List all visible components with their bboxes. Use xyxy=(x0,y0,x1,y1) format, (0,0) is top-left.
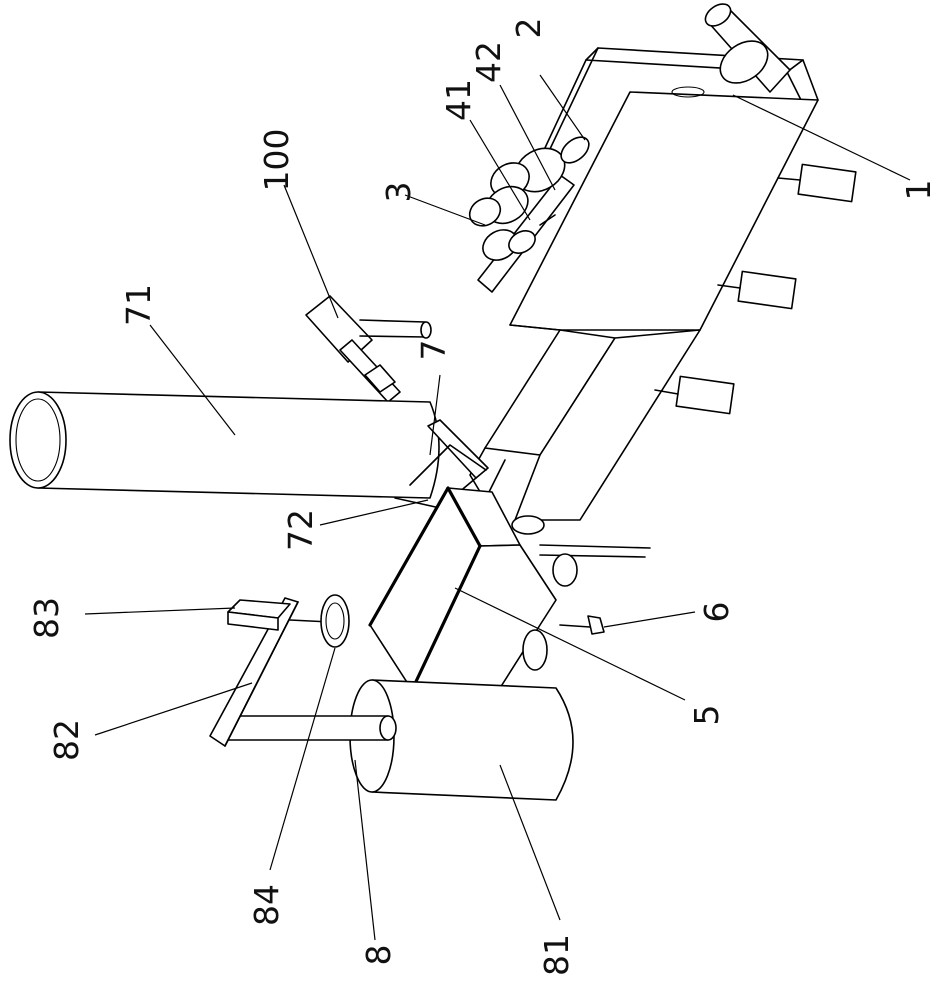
roll-shaft xyxy=(228,716,388,740)
sensor-stem xyxy=(560,625,590,627)
roller-under-frame xyxy=(512,516,544,534)
leader-83 xyxy=(85,608,235,614)
leg-rod-lower xyxy=(540,545,650,548)
label-42: 42 xyxy=(469,41,508,83)
label-81: 81 xyxy=(537,934,576,976)
box-side-roller xyxy=(553,554,577,586)
label-6: 6 xyxy=(697,602,736,623)
label-8: 8 xyxy=(359,945,398,966)
leader-84 xyxy=(270,648,335,870)
actuator-rod-b xyxy=(360,336,425,337)
leg-rod-1 xyxy=(778,178,800,180)
leader-6 xyxy=(604,612,695,627)
label-3: 3 xyxy=(379,182,418,203)
roll-body xyxy=(372,680,573,800)
actuator-rod-end xyxy=(421,322,431,338)
box-lower-roller xyxy=(523,630,547,670)
leader-72 xyxy=(320,500,428,525)
label-84: 84 xyxy=(247,884,286,926)
leader-100 xyxy=(284,185,338,318)
leg-foot-3 xyxy=(676,376,734,413)
sensor-head xyxy=(588,616,604,634)
sensor xyxy=(560,616,604,634)
label-2: 2 xyxy=(509,18,548,39)
leg-foot-2 xyxy=(738,271,796,308)
tube-body xyxy=(38,392,439,498)
drive-motor xyxy=(672,0,790,97)
roll-shaft-end xyxy=(380,716,396,740)
label-72: 72 xyxy=(281,509,320,551)
actuator-rod-a xyxy=(360,320,425,322)
label-5: 5 xyxy=(687,705,726,726)
roll-unit xyxy=(228,680,573,800)
label-100: 100 xyxy=(257,129,296,192)
label-82: 82 xyxy=(47,719,86,761)
label-83: 83 xyxy=(27,597,66,639)
leg-foot-1 xyxy=(798,164,856,201)
guide-shaft-assembly xyxy=(306,296,431,402)
tube-mouth-outer xyxy=(10,392,66,488)
label-41: 41 xyxy=(439,79,478,121)
leader-2 xyxy=(540,75,585,140)
feed-tube xyxy=(10,392,439,498)
label-1: 1 xyxy=(899,180,938,201)
label-7: 7 xyxy=(414,340,453,361)
label-71: 71 xyxy=(119,284,158,326)
leg-rod-lower-b xyxy=(540,555,645,557)
